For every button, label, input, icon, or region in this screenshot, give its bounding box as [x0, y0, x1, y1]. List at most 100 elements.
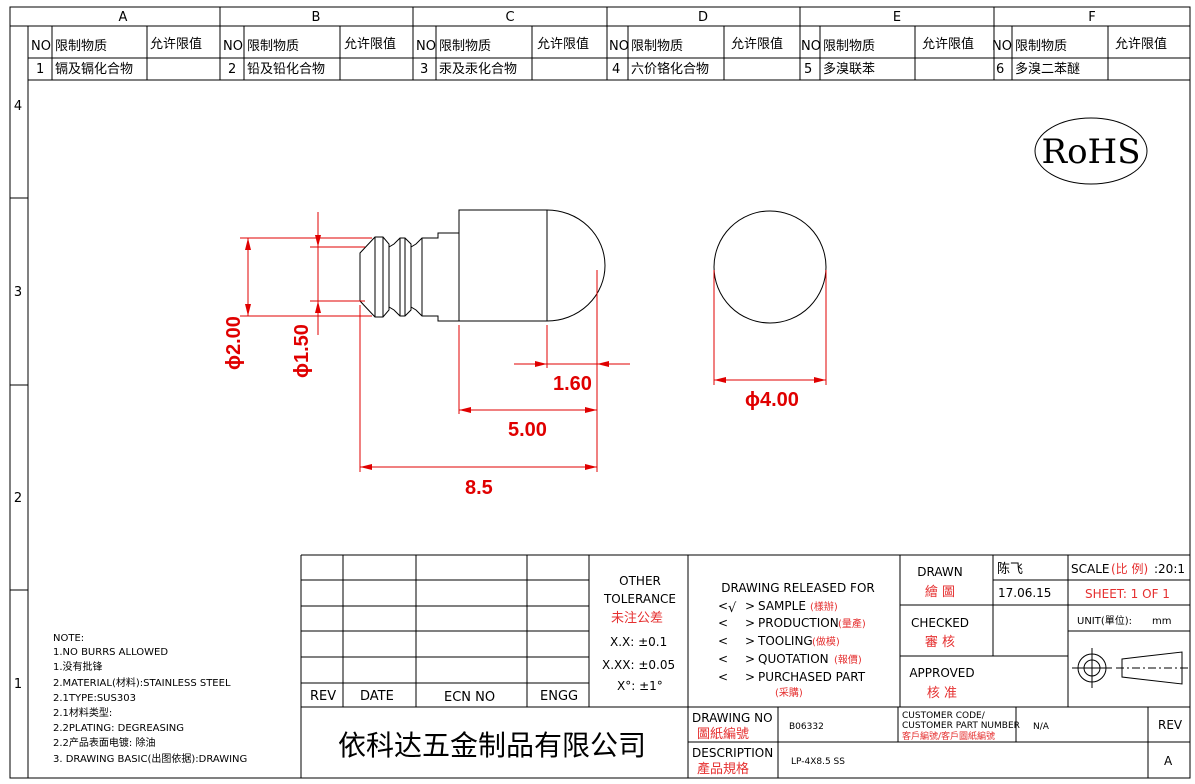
zone-col-e: E: [893, 10, 901, 25]
svg-text:<: <: [718, 652, 728, 666]
zone-col-f: F: [1088, 10, 1095, 25]
drawing-no-label-cn: 圖紙編號: [697, 726, 749, 742]
substance-no: 4: [612, 62, 620, 77]
release-item-cn: (樣辦): [810, 600, 838, 613]
description-label: DESCRIPTION: [692, 746, 773, 760]
customer-code-value: N/A: [1033, 722, 1050, 732]
note-line: 2.MATERIAL(材料):STAINLESS STEEL: [53, 676, 231, 689]
release-item-cn: (做模): [812, 635, 840, 648]
scale-label: SCALE: [1071, 562, 1109, 576]
dim-length-5-00: 5.00: [508, 419, 547, 441]
header-no: NO: [223, 39, 243, 54]
tolerance-title-cn: 未注公差: [611, 611, 663, 626]
zone-col-a: A: [119, 10, 128, 25]
checked-label: CHECKED: [911, 616, 969, 630]
date-header: DATE: [360, 689, 394, 704]
tolerance-title: OTHER: [619, 574, 661, 588]
substance-table: NO 限制物质 允许限值 1 镉及镉化合物 NO 限制物质 允许限值 2 铅及铅…: [31, 26, 1167, 80]
substance-no: 6: [996, 62, 1004, 77]
svg-text:>: >: [745, 652, 755, 666]
zone-row-2: 2: [14, 491, 22, 506]
sheet-count: SHEET: 1 OF 1: [1085, 587, 1170, 601]
projection-symbol-icon: [1072, 648, 1188, 688]
drawing-number: B06332: [789, 722, 824, 732]
ecn-header: ECN NO: [444, 690, 495, 705]
substance-name: 镉及镉化合物: [55, 61, 133, 77]
engg-header: ENGG: [540, 689, 578, 704]
tolerance-x1: X.X: ±0.1: [610, 635, 667, 649]
header-substance: 限制物质: [55, 39, 107, 54]
substance-no: 3: [420, 62, 428, 77]
note-line: 1.没有批锋: [53, 660, 103, 673]
header-no: NO: [992, 39, 1012, 54]
description-value: LP-4X8.5 SS: [791, 757, 845, 767]
substance-no: 5: [804, 62, 812, 77]
svg-text:>: >: [745, 616, 755, 630]
rev-value: A: [1164, 754, 1173, 768]
zone-row-1: 1: [14, 677, 22, 692]
header-limit: 允许限值: [1115, 36, 1167, 52]
header-substance: 限制物质: [631, 39, 683, 54]
tolerance-angle: X°: ±1°: [617, 679, 663, 693]
scale-label-cn: (比 例): [1111, 562, 1148, 576]
rohs-text: RoHS: [1041, 132, 1140, 172]
svg-text:>: >: [745, 634, 755, 648]
release-item-cn: (量產): [838, 617, 866, 630]
note-line: NOTE:: [53, 633, 84, 644]
part-end-view: [713, 210, 827, 324]
drawing-no-label: DRAWING NO: [692, 711, 773, 725]
header-no: NO: [31, 39, 51, 54]
svg-text:<: <: [718, 616, 728, 630]
title-block: [300, 554, 1190, 778]
header-limit: 允许限值: [537, 36, 589, 52]
rev-label: REV: [1158, 718, 1183, 732]
customer-code-label: CUSTOMER PART NUMBER: [902, 721, 1020, 731]
substance-no: 2: [228, 62, 236, 77]
header-limit: 允许限值: [731, 36, 783, 52]
release-item-cn: (報價): [834, 653, 862, 666]
header-limit: 允许限值: [150, 36, 202, 52]
release-item: SAMPLE: [758, 599, 806, 613]
dim-length-1-60: 1.60: [553, 373, 592, 395]
note-line: 3. DRAWING BASIC(出图依据):DRAWING: [53, 752, 247, 765]
header-substance: 限制物质: [1015, 39, 1067, 54]
note-line: 2.2PLATING: DEGREASING: [53, 723, 184, 734]
company-name: 依科达五金制品有限公司: [338, 729, 646, 762]
tolerance-x2: X.XX: ±0.05: [602, 658, 675, 672]
substance-name: 铅及铅化合物: [247, 62, 325, 77]
header-substance: 限制物质: [439, 39, 491, 54]
customer-code-label: CUSTOMER CODE/: [902, 711, 986, 721]
release-item: TOOLING: [757, 634, 813, 648]
substance-name: 汞及汞化合物: [439, 62, 517, 77]
dimension-lines: [240, 212, 827, 472]
checked-label-cn: 審 核: [925, 635, 955, 650]
substance-name: 多溴二苯醚: [1015, 61, 1080, 77]
tolerance-title: TOLERANCE: [603, 592, 676, 606]
part-side-view: [359, 209, 606, 322]
substance-no: 1: [36, 62, 44, 77]
header-no: NO: [609, 39, 629, 54]
note-line: 2.2产品表面电镀: 除油: [53, 736, 155, 749]
zone-row-4: 4: [14, 99, 22, 114]
dim-diameter-4-00: ϕ4.00: [745, 389, 799, 411]
unit-value: mm: [1152, 616, 1171, 627]
drawn-label: DRAWN: [917, 565, 963, 579]
substance-name: 多溴联苯: [823, 61, 875, 77]
dim-length-8-5: 8.5: [465, 477, 493, 499]
sheet-border: [9, 6, 1191, 779]
zone-col-c: C: [505, 10, 514, 25]
unit-label: UNIT(單位):: [1077, 614, 1132, 627]
svg-text:<: <: [718, 634, 728, 648]
svg-text:<: <: [718, 670, 728, 684]
dim-diameter-1-50: ϕ1.50: [291, 324, 313, 378]
rev-header: REV: [310, 689, 336, 704]
note-line: 2.1材料类型:: [53, 706, 112, 719]
header-substance: 限制物质: [247, 39, 299, 54]
header-substance: 限制物质: [823, 39, 875, 54]
header-limit: 允许限值: [922, 36, 974, 52]
note-line: 2.1TYPE:SUS303: [53, 693, 136, 704]
check-mark-icon: √: [728, 601, 737, 616]
substance-name: 六价铬化合物: [631, 61, 709, 77]
zone-row-3: 3: [14, 285, 22, 300]
svg-text:>: >: [745, 670, 755, 684]
